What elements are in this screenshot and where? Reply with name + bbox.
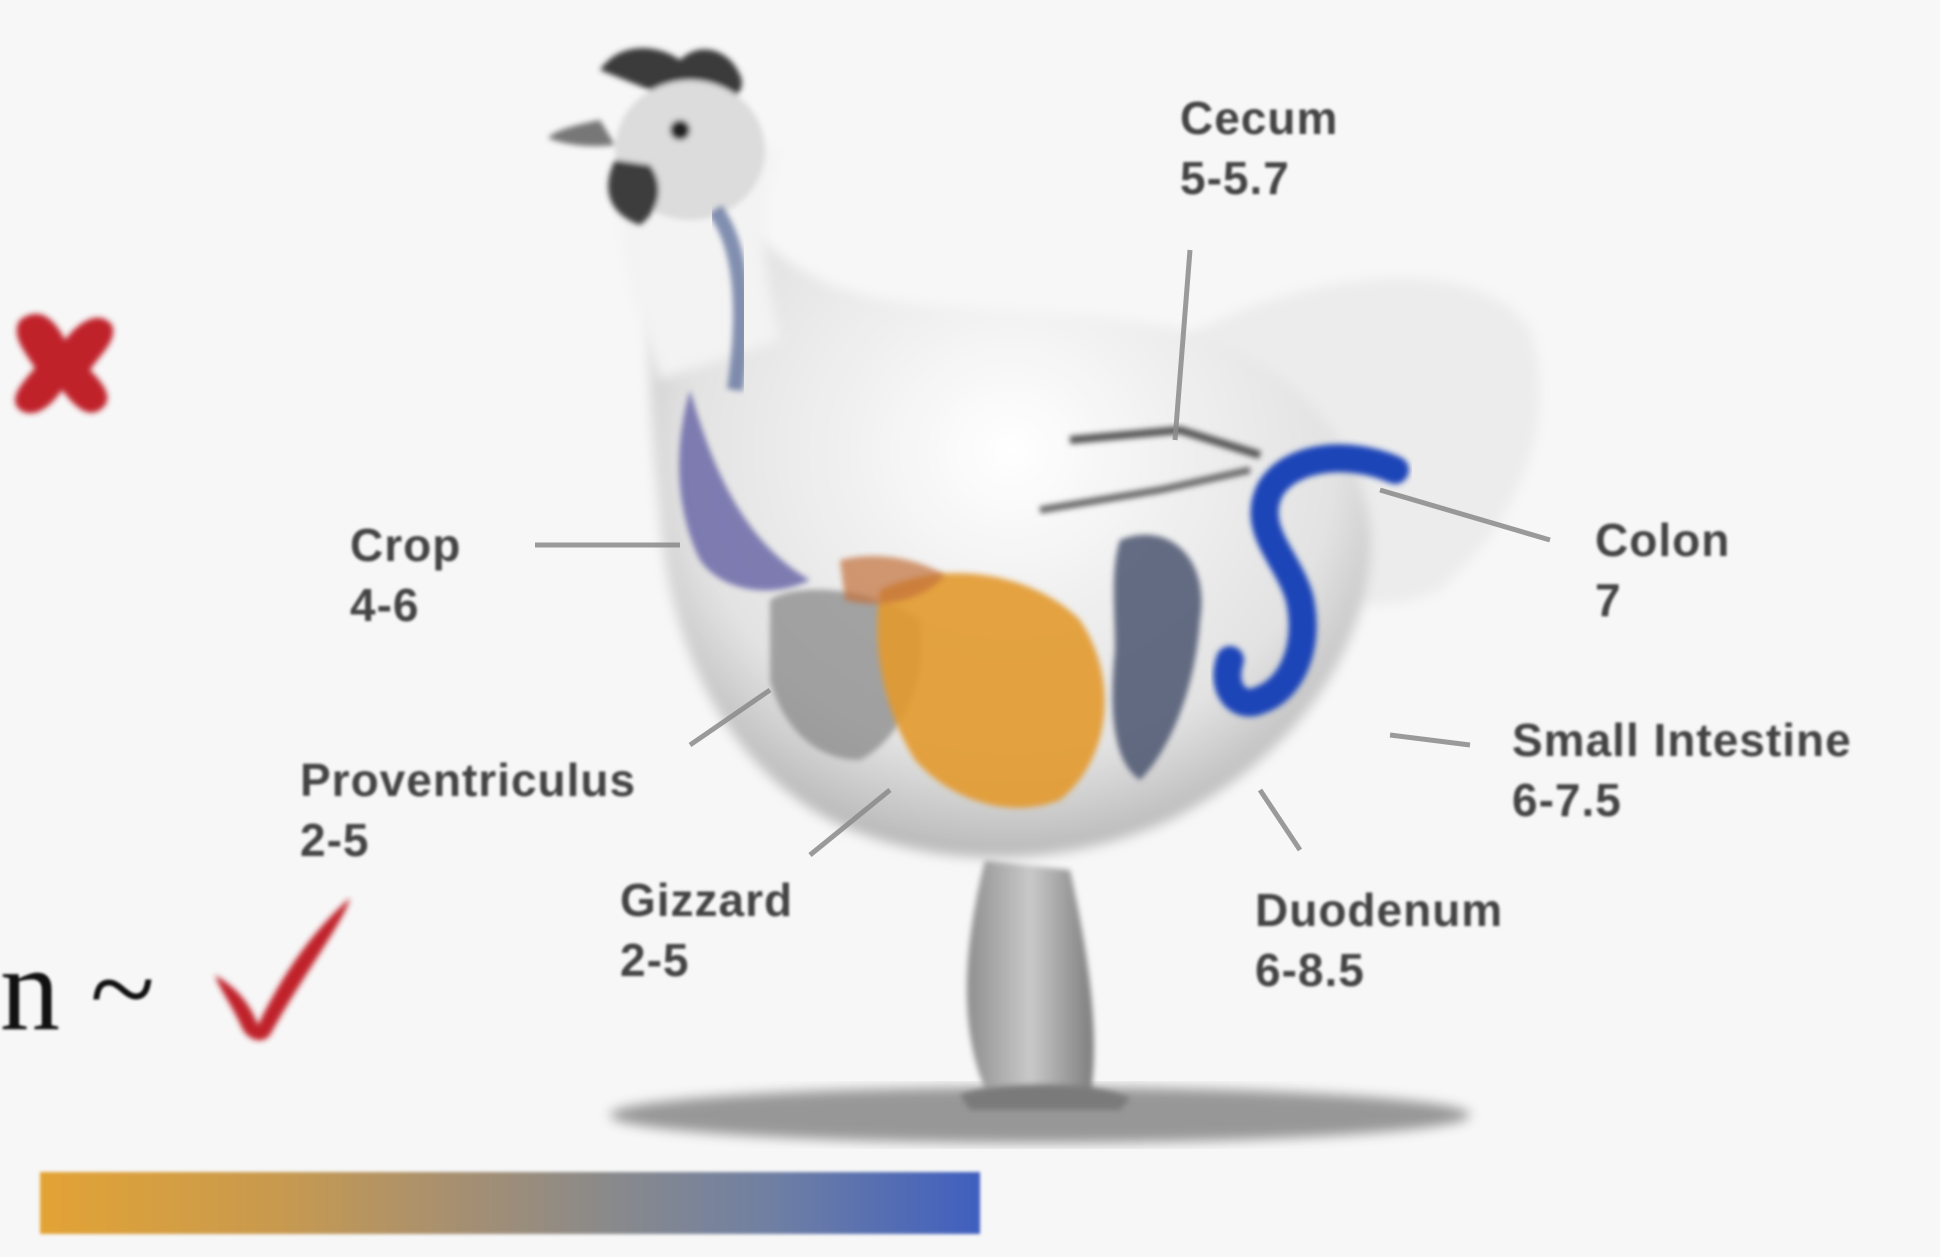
- red-checkmark-icon: [215, 898, 350, 1040]
- label-proventriculus: Proventriculus 2-5: [300, 750, 636, 870]
- label-gizzard: Gizzard 2-5: [620, 870, 793, 990]
- label-gizzard-name: Gizzard: [620, 870, 793, 930]
- chicken-head: [548, 48, 765, 225]
- label-cecum-value: 5-5.7: [1180, 148, 1338, 208]
- chicken-legs: [960, 860, 1130, 1110]
- label-crop: Crop 4-6: [350, 515, 461, 635]
- label-gizzard-value: 2-5: [620, 930, 793, 990]
- label-cecum-name: Cecum: [1180, 88, 1338, 148]
- label-small-intestine: Small Intestine 6-7.5: [1512, 710, 1852, 830]
- label-duodenum-name: Duodenum: [1255, 880, 1503, 940]
- label-small-intestine-value: 6-7.5: [1512, 770, 1852, 830]
- label-colon: Colon 7: [1595, 510, 1730, 630]
- ph-gradient-bar: [40, 1172, 980, 1234]
- label-proventriculus-name: Proventriculus: [300, 750, 636, 810]
- label-crop-name: Crop: [350, 515, 461, 575]
- red-cross-icon: [15, 314, 113, 413]
- label-cecum: Cecum 5-5.7: [1180, 88, 1338, 208]
- label-duodenum-value: 6-8.5: [1255, 940, 1503, 1000]
- label-duodenum: Duodenum 6-8.5: [1255, 880, 1503, 1000]
- label-colon-name: Colon: [1595, 510, 1730, 570]
- label-colon-value: 7: [1595, 570, 1730, 630]
- label-small-intestine-name: Small Intestine: [1512, 710, 1852, 770]
- label-proventriculus-value: 2-5: [300, 810, 636, 870]
- label-crop-value: 4-6: [350, 575, 461, 635]
- partial-text: n ~: [0, 920, 220, 1070]
